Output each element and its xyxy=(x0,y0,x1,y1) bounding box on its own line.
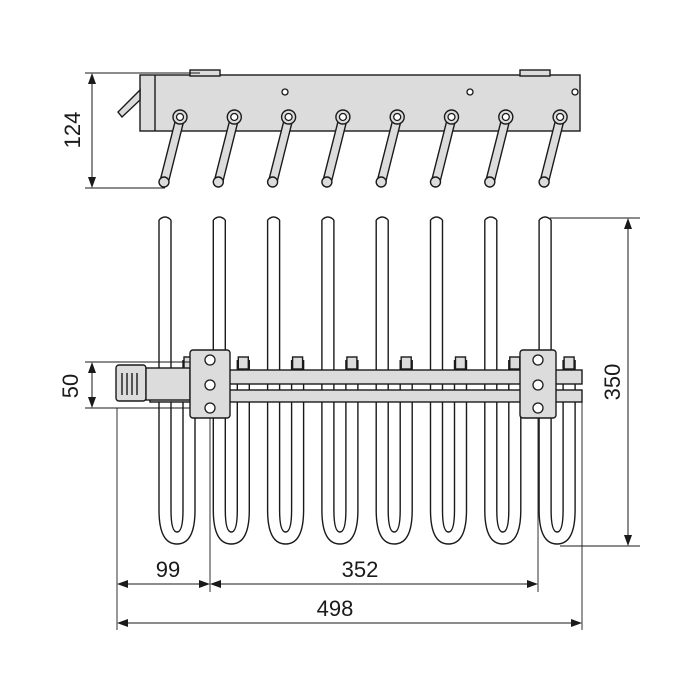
pull-handle xyxy=(115,364,147,402)
bracket-screw xyxy=(204,354,216,366)
dim-498-label: 498 xyxy=(317,596,354,621)
dim-498: 498 xyxy=(117,402,583,630)
side-rail-body xyxy=(139,74,581,132)
release-lever xyxy=(117,88,141,119)
side-peg xyxy=(538,109,568,188)
bracket-screw xyxy=(204,402,216,414)
side-peg xyxy=(429,109,460,188)
trouser-hook xyxy=(212,216,250,545)
dim-350-label: 350 xyxy=(600,364,625,401)
dim-352: 352 xyxy=(210,418,539,592)
trouser-hook xyxy=(158,216,196,545)
side-peg xyxy=(266,109,297,188)
side-peg xyxy=(158,109,188,188)
bracket-screw xyxy=(532,379,544,391)
dim-350: 350 xyxy=(550,217,640,547)
plan-view xyxy=(115,216,583,545)
dim-50-label: 50 xyxy=(58,374,83,398)
dim-99: 99 xyxy=(116,408,211,630)
side-view xyxy=(117,69,581,188)
dim-124: 124 xyxy=(60,72,200,189)
handle-grip xyxy=(121,373,138,395)
side-peg xyxy=(212,109,243,188)
dim-352-label: 352 xyxy=(342,557,379,582)
bracket-screw xyxy=(532,354,544,366)
trouser-hook xyxy=(266,216,305,545)
dim-99-label: 99 xyxy=(156,557,180,582)
handle-slide xyxy=(145,367,191,401)
side-peg xyxy=(375,109,405,188)
rail-hole xyxy=(466,88,474,96)
trouser-hook xyxy=(375,216,413,545)
rail-hole xyxy=(281,88,289,96)
side-peg xyxy=(484,109,514,188)
top-clip-right xyxy=(519,69,551,77)
dim-50: 50 xyxy=(58,361,190,409)
bracket-screw xyxy=(204,379,216,391)
rail-hole xyxy=(571,88,579,96)
trouser-hook xyxy=(538,216,576,545)
trouser-hook xyxy=(321,216,359,545)
trouser-hook xyxy=(429,216,468,545)
side-peg xyxy=(321,109,351,188)
bracket-screw xyxy=(532,402,544,414)
dim-124-label: 124 xyxy=(60,112,85,149)
